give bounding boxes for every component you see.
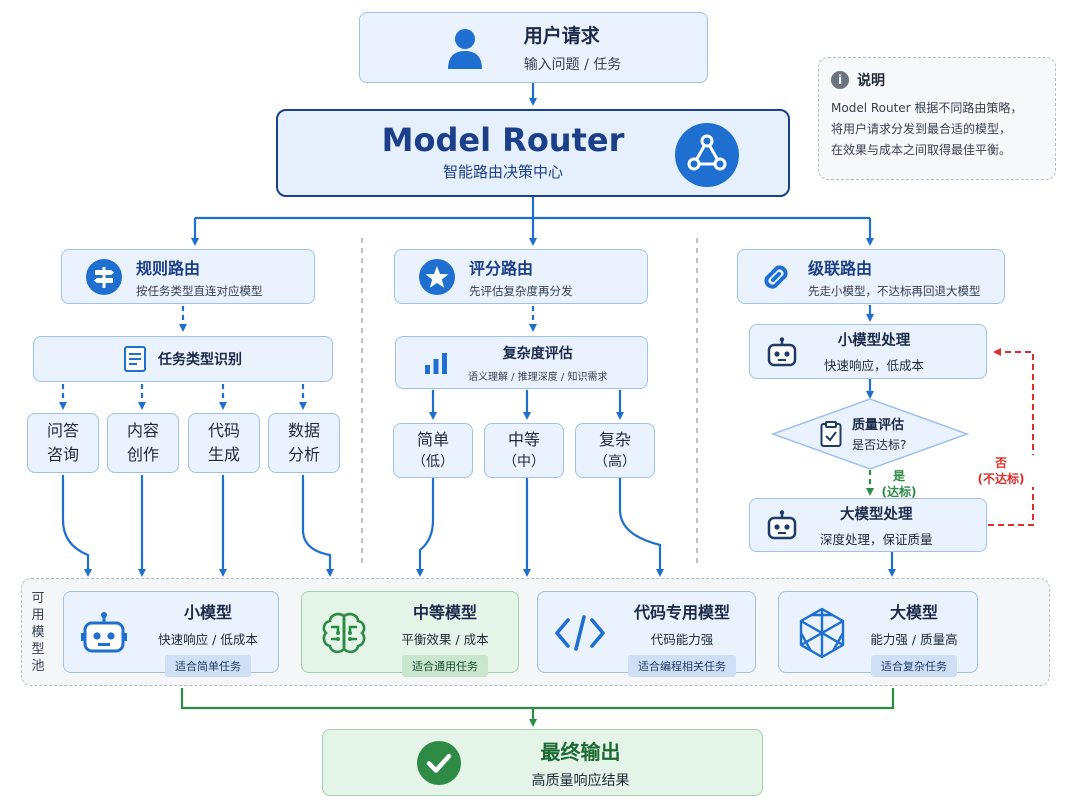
request-subtitle: 输入问题 / 任务 bbox=[523, 57, 622, 73]
rule-routing-box: 规则路由 按任务类型直连对应模型 bbox=[61, 249, 315, 304]
rule-item-code: 代码生成 bbox=[188, 413, 260, 473]
model-router-box: Model Router 智能路由决策中心 bbox=[276, 109, 790, 197]
arrow-pool-output bbox=[180, 688, 895, 725]
arrow-simple-pool bbox=[416, 478, 435, 577]
complexity-subtitle: 语义理解 / 推理深度 / 知识需求 bbox=[468, 371, 608, 383]
quality-subtitle: 是否达标? bbox=[852, 438, 907, 452]
cube-network-icon bbox=[799, 607, 845, 659]
user-icon bbox=[447, 28, 482, 69]
quality-check-diamond bbox=[771, 398, 969, 470]
model-code-title: 代码专用模型 bbox=[633, 603, 730, 622]
model-large-subtitle: 能力强 / 质量高 bbox=[870, 632, 958, 647]
yes-label: 是(达标) bbox=[881, 469, 917, 499]
rule-item-content: 内容创作 bbox=[107, 413, 179, 473]
robot-icon bbox=[767, 336, 797, 366]
bar-chart-icon bbox=[425, 352, 447, 374]
arrow-complex-pool bbox=[618, 478, 664, 577]
quality-title: 质量评估 bbox=[852, 418, 905, 433]
large-model-process-box: 大模型处理 深度处理，保证质量 bbox=[749, 498, 987, 552]
star-icon bbox=[419, 258, 455, 295]
rule-item-data: 数据分析 bbox=[268, 413, 340, 473]
rule-title: 规则路由 bbox=[136, 258, 201, 278]
cascade-routing-box: 级联路由 先走小模型，不达标再回退大模型 bbox=[737, 249, 1005, 304]
note-title: 说明 bbox=[857, 73, 885, 89]
note-line-3: 在效果与成本之间取得最佳平衡。 bbox=[831, 143, 1012, 157]
model-medium-tag: 适合通用任务 bbox=[402, 655, 488, 677]
note-box: i 说明 Model Router 根据不同路由策略， 将用户请求分发到最合适的… bbox=[818, 57, 1056, 180]
info-icon: i bbox=[831, 71, 849, 89]
model-small-title: 小模型 bbox=[183, 603, 232, 622]
quality-check-content: 质量评估 是否达标? bbox=[820, 414, 906, 453]
task-type-label: 任务类型识别 bbox=[158, 352, 242, 368]
clipboard-icon bbox=[820, 420, 842, 447]
brain-icon bbox=[322, 612, 366, 654]
score-subtitle: 先评估复杂度再分发 bbox=[469, 283, 573, 298]
score-title: 评分路由 bbox=[469, 258, 534, 278]
model-card-small: 小模型 快速响应 / 低成本 适合简单任务 bbox=[63, 591, 279, 677]
cascade-subtitle: 先走小模型，不达标再回退大模型 bbox=[808, 283, 981, 298]
arrow-router-split bbox=[195, 197, 870, 220]
complexity-box: 复杂度评估 语义理解 / 推理深度 / 知识需求 bbox=[395, 336, 648, 389]
rule-item-qa: 问答咨询 bbox=[27, 413, 99, 473]
task-type-box: 任务类型识别 bbox=[33, 336, 333, 382]
model-pool-label: 可 用 模 型 池 bbox=[31, 591, 45, 674]
score-item-medium: 中等（中） bbox=[484, 423, 564, 478]
score-item-complex: 复杂（高） bbox=[575, 423, 655, 478]
model-large-title: 大模型 bbox=[889, 603, 938, 622]
complexity-title: 复杂度评估 bbox=[502, 345, 573, 362]
small-process-title: 小模型处理 bbox=[837, 333, 911, 349]
model-small-tag: 适合简单任务 bbox=[165, 655, 251, 677]
signpost-icon bbox=[86, 258, 122, 295]
model-medium-title: 中等模型 bbox=[412, 603, 477, 622]
score-item-simple: 简单（低） bbox=[393, 423, 473, 478]
large-process-subtitle: 深度处理，保证质量 bbox=[820, 531, 933, 547]
final-output-box: 最终输出 高质量响应结果 bbox=[322, 729, 763, 796]
note-line-2: 将用户请求分发到最合适的模型， bbox=[831, 122, 1012, 136]
model-code-subtitle: 代码能力强 bbox=[650, 632, 714, 647]
small-process-subtitle: 快速响应，低成本 bbox=[824, 358, 925, 373]
arrow-data-pool bbox=[301, 475, 334, 577]
model-code-tag: 适合编程相关任务 bbox=[628, 655, 736, 677]
model-card-medium: 中等模型 平衡效果 / 成本 适合通用任务 bbox=[301, 591, 519, 677]
arrow-qa-pool bbox=[61, 475, 92, 577]
model-medium-subtitle: 平衡效果 / 成本 bbox=[401, 632, 489, 647]
user-request-box: 用户请求 输入问题 / 任务 bbox=[359, 12, 708, 83]
rule-subtitle: 按任务类型直连对应模型 bbox=[136, 283, 263, 298]
robot-icon bbox=[767, 510, 797, 540]
code-icon bbox=[555, 615, 605, 651]
model-card-code: 代码专用模型 代码能力强 适合编程相关任务 bbox=[537, 591, 756, 677]
link-icon bbox=[764, 264, 788, 289]
network-icon bbox=[675, 123, 739, 187]
checkmark-icon bbox=[416, 740, 461, 785]
cascade-title: 级联路由 bbox=[808, 258, 873, 278]
note-line-1: Model Router 根据不同路由策略， bbox=[831, 101, 1023, 115]
output-subtitle: 高质量响应结果 bbox=[531, 772, 630, 789]
router-subtitle: 智能路由决策中心 bbox=[442, 163, 563, 181]
robot-icon bbox=[81, 612, 127, 653]
model-large-tag: 适合复杂任务 bbox=[871, 655, 957, 677]
model-card-large: 大模型 能力强 / 质量高 适合复杂任务 bbox=[778, 591, 978, 677]
router-title: Model Router bbox=[381, 121, 625, 159]
output-title: 最终输出 bbox=[540, 739, 621, 764]
score-routing-box: 评分路由 先评估复杂度再分发 bbox=[394, 249, 648, 304]
arrow-no bbox=[988, 348, 1034, 526]
request-title: 用户请求 bbox=[523, 25, 600, 47]
document-icon bbox=[124, 346, 146, 372]
model-small-subtitle: 快速响应 / 低成本 bbox=[158, 632, 258, 647]
small-model-process-box: 小模型处理 快速响应，低成本 bbox=[749, 324, 987, 379]
no-label: 否(不达标) bbox=[966, 455, 1036, 487]
large-process-title: 大模型处理 bbox=[840, 506, 913, 523]
